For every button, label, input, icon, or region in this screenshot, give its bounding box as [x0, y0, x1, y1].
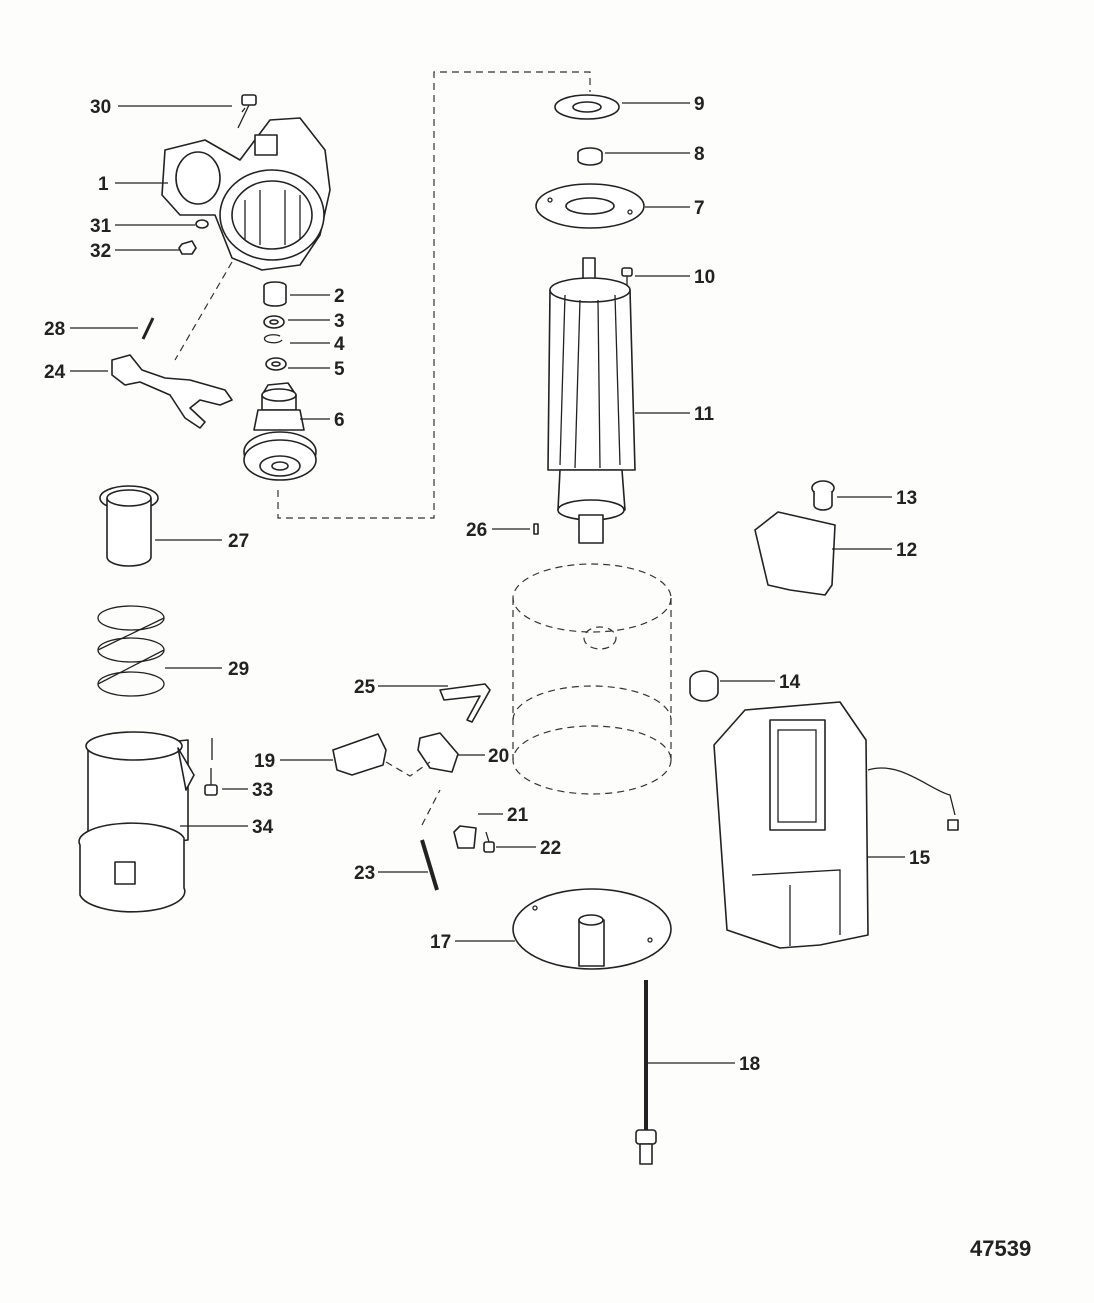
callout-27: 30: [90, 97, 111, 118]
callout-12: 12: [896, 540, 917, 561]
part-17-end-cap: [512, 888, 672, 970]
callout-19: 19: [254, 751, 275, 772]
part-22-screw: [483, 831, 495, 853]
callout-2: 2: [334, 286, 345, 307]
part-3-washer: [263, 315, 285, 329]
callout-26: 24: [44, 362, 66, 383]
part-14-plug: [689, 670, 719, 702]
callout-14: 14: [779, 672, 801, 693]
part-19-brush-holder: [332, 733, 387, 776]
part-33-screw: [204, 768, 218, 796]
part-25-key: [533, 523, 539, 535]
callout-8: 8: [694, 144, 705, 165]
callout-30: 27: [228, 531, 249, 552]
part-21-brush: [453, 825, 477, 849]
callout-28: 31: [90, 216, 112, 237]
part-2-bushing: [263, 281, 287, 307]
part-7-brush-plate: [535, 183, 645, 229]
part-29-nut: [178, 240, 197, 255]
part-32-spring: [97, 605, 165, 697]
part-31-pin: [141, 317, 155, 340]
callout-7: 7: [694, 198, 705, 219]
callout-labels: 30 1 31 32 2 3 4 5 6 28 24 27 29 33 34 9…: [44, 94, 931, 1075]
callout-34: 34: [252, 817, 274, 838]
callout-31: 28: [44, 319, 65, 340]
part-34-solenoid: [78, 731, 213, 913]
part-23-through-bolt: [420, 789, 441, 891]
part-15-field-coil: [713, 701, 959, 949]
callout-9: 9: [694, 94, 705, 115]
part-6-drive-assembly: [243, 382, 317, 481]
callout-23: 23: [354, 863, 375, 884]
part-5-collar: [265, 357, 287, 371]
part-8-bushing: [577, 147, 603, 166]
leader-lines: [70, 102, 905, 1064]
part-18-long-bolt: [635, 980, 657, 1165]
part-24-clip: [439, 683, 491, 723]
callout-20: 20: [488, 746, 509, 767]
callout-24: 25: [354, 677, 376, 698]
part-28-lockwasher: [195, 219, 209, 229]
callout-21: 21: [507, 805, 529, 826]
callout-5: 5: [334, 359, 345, 380]
callout-10: 10: [694, 267, 715, 288]
callout-4: 4: [334, 334, 345, 355]
callout-13: 13: [896, 488, 917, 509]
part-26-shift-lever: [111, 354, 233, 429]
callout-32: 29: [228, 659, 249, 680]
callout-17: 17: [430, 932, 451, 953]
field-frame-outline: [512, 563, 672, 795]
part-9-washer: [554, 94, 620, 120]
part-4-snap-ring: [263, 334, 283, 344]
callout-11: 11: [694, 404, 715, 425]
callout-1: 1: [98, 174, 109, 195]
callout-3: 3: [334, 311, 345, 332]
part-11-armature: [547, 257, 636, 544]
part-30-boot: [99, 485, 159, 567]
callout-15: 15: [909, 848, 931, 869]
part-1-drive-housing: [161, 117, 331, 271]
part-27-bolt: [237, 94, 257, 129]
part-20-brush-plate: [417, 732, 459, 773]
callout-22: 22: [540, 838, 561, 859]
figure-number: 47539: [970, 1236, 1031, 1261]
callout-6: 6: [334, 410, 345, 431]
callout-18: 18: [739, 1054, 760, 1075]
part-12-bracket: [754, 511, 836, 596]
callout-25: 26: [466, 520, 487, 541]
callout-29: 32: [90, 241, 111, 262]
callout-33: 33: [252, 780, 273, 801]
part-13-plug: [811, 480, 835, 511]
